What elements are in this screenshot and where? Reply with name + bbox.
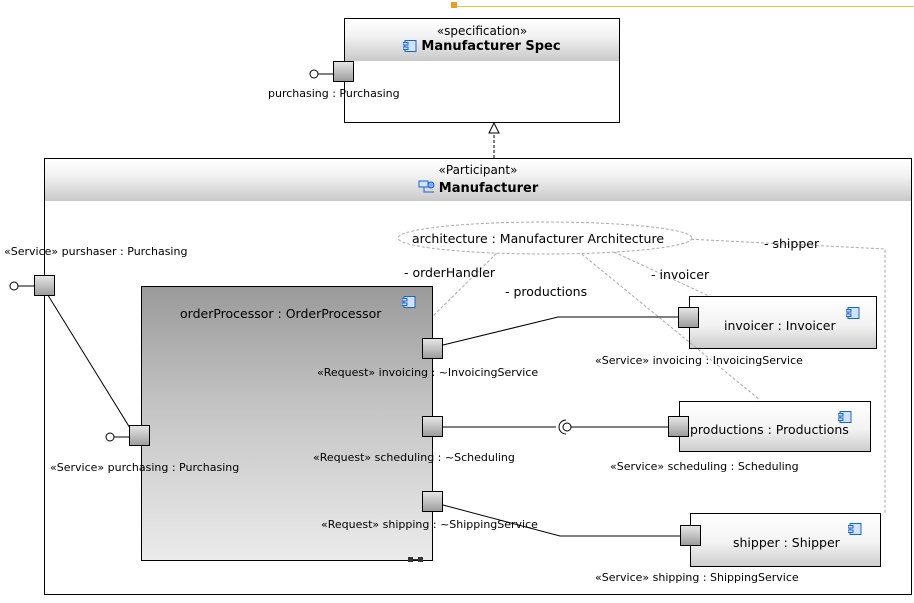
order-processor-name: orderProcessor : OrderProcessor <box>180 306 382 321</box>
role-shipper: - shipper <box>764 236 820 251</box>
spec-name: Manufacturer Spec <box>421 39 561 54</box>
role-invoicer: - invoicer <box>651 267 710 282</box>
participant-name: Manufacturer <box>438 181 539 196</box>
manufacturer-spec-header <box>345 19 619 61</box>
component-icon <box>845 304 860 319</box>
shipper-name: shipper : Shipper <box>733 535 840 550</box>
invoicer-name: invoicer : Invoicer <box>724 318 836 333</box>
spec-port-label: purchasing : Purchasing <box>268 87 400 100</box>
shipper-port-label: «Service» shipping : ShippingService <box>595 571 799 584</box>
invoicer-port-label: «Service» invoicing : InvoicingService <box>595 354 803 367</box>
outer-purshaser-port[interactable] <box>34 275 55 296</box>
order-handler-dependency <box>432 249 501 317</box>
invoicing-port-label: «Request» invoicing : ~InvoicingService <box>317 366 539 379</box>
shipping-connector <box>442 504 681 537</box>
component-icon <box>837 408 852 423</box>
architecture-ellipse[interactable] <box>397 221 693 255</box>
shipper-part[interactable] <box>690 513 881 567</box>
outer-port-label: «Service» purshaser : Purchasing <box>4 245 188 258</box>
invoicer-dependency <box>613 251 710 297</box>
order-processor-part[interactable] <box>141 286 433 561</box>
purchasing-lollipop-circle <box>105 432 115 442</box>
shipper-dependency <box>685 238 886 513</box>
spec-purchasing-port[interactable] <box>333 61 354 82</box>
productions-name: productions : Productions <box>690 422 849 437</box>
selection-marker <box>451 2 457 8</box>
selection-guide-line <box>454 6 914 7</box>
participant-stereotype: «Participant» <box>438 163 518 177</box>
outer-lollipop-circle <box>9 281 19 291</box>
role-productions: - productions <box>505 284 588 299</box>
spec-title: Manufacturer Spec <box>345 40 619 55</box>
architecture-label: architecture : Manufacturer Architecture <box>412 231 665 246</box>
participant-title: Manufacturer <box>45 180 911 197</box>
shipper-port[interactable] <box>680 525 701 546</box>
participant-icon <box>418 180 436 197</box>
productions-port[interactable] <box>668 416 689 437</box>
realization-arrowhead <box>488 121 500 134</box>
productions-dependency <box>577 250 761 401</box>
manufacturer-header <box>45 159 911 201</box>
component-icon <box>401 293 416 308</box>
order-processor-purchasing-port[interactable] <box>129 425 150 446</box>
productions-part[interactable] <box>679 401 871 452</box>
order-processor-scheduling-port[interactable] <box>422 416 443 437</box>
invoicer-part[interactable] <box>689 296 877 349</box>
order-processor-shipping-port[interactable] <box>422 491 443 512</box>
delegation-connector <box>45 291 131 429</box>
component-icon <box>402 40 417 55</box>
spec-lollipop-circle <box>309 69 319 79</box>
scheduling-ball <box>562 422 572 432</box>
order-processor-invoicing-port[interactable] <box>422 338 443 359</box>
spec-stereotype: «specification» <box>436 24 528 38</box>
decomposition-icon <box>408 548 424 567</box>
productions-port-label: «Service» scheduling : Scheduling <box>610 460 799 473</box>
shipping-port-label: «Request» shipping : ~ShippingService <box>321 518 538 531</box>
purchasing-port-label: «Service» purchasing : Purchasing <box>50 461 240 474</box>
role-order-handler: - orderHandler <box>404 265 496 280</box>
manufacturer-spec-component[interactable]: «specification» Manufacturer Spec <box>344 18 620 123</box>
invoicer-port[interactable] <box>678 307 699 328</box>
scheduling-socket <box>558 419 567 435</box>
scheduling-port-label: «Request» scheduling : ~Scheduling <box>313 451 515 464</box>
invoicing-connector <box>442 316 679 346</box>
component-icon <box>847 520 862 535</box>
